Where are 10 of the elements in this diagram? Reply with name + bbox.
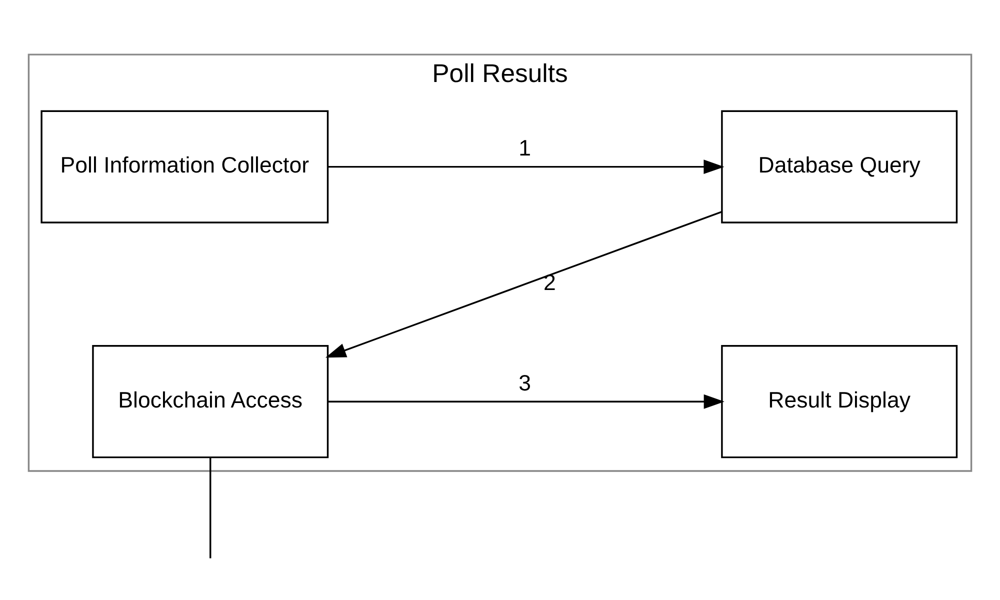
- node-box: Poll Information Collector: [40, 110, 329, 223]
- edge-label: 3: [518, 370, 532, 395]
- edge-label: 1: [518, 135, 532, 160]
- node-box: Blockchain Access: [92, 344, 329, 458]
- connector: [210, 457, 212, 558]
- arrow: [328, 394, 724, 408]
- node-box: Database Query: [721, 110, 958, 223]
- arrow: [328, 159, 724, 174]
- arrow: [325, 210, 722, 358]
- node-box: Result Display: [721, 344, 958, 458]
